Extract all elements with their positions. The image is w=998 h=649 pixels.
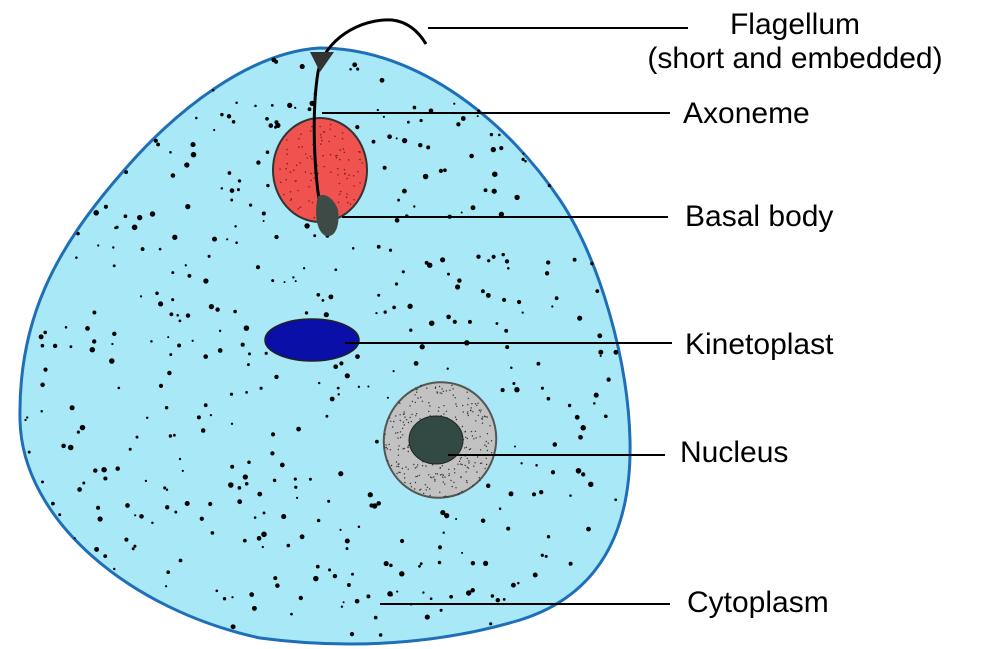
label-kinetoplast: Kinetoplast bbox=[685, 328, 833, 362]
label-flagellum-note: (short and embedded) bbox=[600, 42, 990, 76]
nucleolus bbox=[409, 416, 463, 464]
label-flagellum: Flagellum (short and embedded) bbox=[600, 8, 990, 76]
label-basal-body: Basal body bbox=[685, 200, 833, 234]
label-flagellum-title: Flagellum bbox=[600, 8, 990, 42]
kinetoplast bbox=[265, 319, 359, 361]
label-cytoplasm: Cytoplasm bbox=[687, 586, 829, 620]
label-axoneme: Axoneme bbox=[683, 97, 810, 131]
label-nucleus: Nucleus bbox=[680, 436, 788, 470]
